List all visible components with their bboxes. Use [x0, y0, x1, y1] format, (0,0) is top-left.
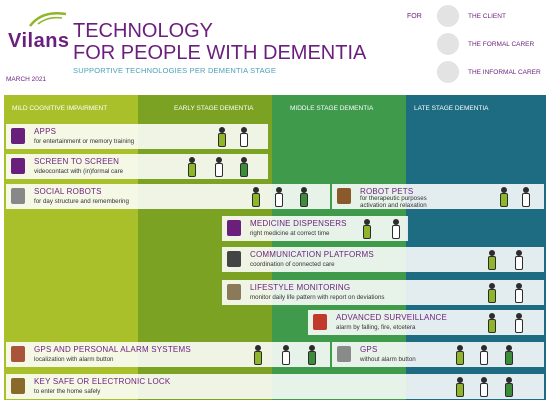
technology-row: SCREEN TO SCREEN videocontact with (in)fo…: [6, 154, 268, 179]
formal-carer-figure-icon: [392, 219, 400, 239]
gps-marker-icon: [337, 346, 351, 362]
legend-client: THE CLIENT: [468, 13, 506, 20]
client-figure-icon: [252, 187, 260, 207]
technology-row: LIFESTYLE MONITORING monitor daily life p…: [222, 280, 544, 305]
formal-carer-figure-icon: [275, 187, 283, 207]
footer-url: www.vilans.org: [505, 406, 542, 412]
client-figure-icon: [218, 127, 226, 147]
client-figure-icon: [456, 345, 464, 365]
informal-carer-avatar-icon: [437, 61, 459, 83]
client-figure-icon: [456, 377, 464, 397]
page-title-line1: TECHNOLOGY: [73, 20, 214, 42]
social-robot-icon: [11, 188, 25, 204]
stage-label: MIDDLE STAGE DEMENTIA: [290, 105, 374, 112]
informal-carer-figure-icon: [308, 345, 316, 365]
technology-name: SCREEN TO SCREEN: [34, 157, 120, 166]
formal-carer-figure-icon: [240, 127, 248, 147]
technology-description: coordination of connected care: [250, 261, 335, 268]
stage-label: MILD COGNITIVE IMPAIRMENT: [12, 105, 108, 112]
technology-description: for day structure and remembering: [34, 198, 129, 205]
page-title-line2: FOR PEOPLE WITH DEMENTIA: [73, 42, 367, 64]
technology-name: COMMUNICATION PLATFORMS: [250, 250, 374, 259]
formal-carer-avatar-icon: [437, 33, 459, 55]
key-safe-icon: [11, 378, 25, 394]
technology-row: MEDICINE DISPENSERS right medicine at cor…: [222, 216, 408, 241]
technology-description: for therapeutic purposes: [360, 195, 427, 202]
technology-row: ADVANCED SURVEILLANCE alarm by falling, f…: [308, 310, 544, 335]
technology-name: SOCIAL ROBOTS: [34, 187, 102, 196]
informal-carer-figure-icon: [240, 157, 248, 177]
client-figure-icon: [488, 250, 496, 270]
technology-row: COMMUNICATION PLATFORMS coordination of c…: [222, 247, 544, 272]
vilans-logo: Vilans: [8, 30, 70, 52]
monitor-icon: [227, 251, 241, 267]
technology-row: KEY SAFE OR ELECTRONIC LOCK to enter the …: [6, 374, 544, 399]
client-figure-icon: [188, 157, 196, 177]
formal-carer-figure-icon: [480, 345, 488, 365]
formal-carer-figure-icon: [215, 157, 223, 177]
technology-description: localization with alarm button: [34, 356, 114, 363]
pill-dispenser-icon: [227, 220, 241, 236]
formal-carer-figure-icon: [480, 377, 488, 397]
formal-carer-figure-icon: [522, 187, 530, 207]
client-figure-icon: [488, 283, 496, 303]
technology-description: alarm by falling, fire, etcetera: [336, 324, 416, 331]
client-figure-icon: [488, 313, 496, 333]
technology-name: GPS AND PERSONAL ALARM SYSTEMS: [34, 345, 191, 354]
technology-description: to enter the home safely: [34, 388, 101, 395]
tablet-icon: [11, 158, 25, 174]
stage-label: EARLY STAGE DEMENTIA: [174, 105, 254, 112]
technology-name: MEDICINE DISPENSERS: [250, 219, 347, 228]
technology-description: without alarm button: [360, 356, 416, 363]
formal-carer-figure-icon: [282, 345, 290, 365]
legend-formal-carer: THE FORMAL CARER: [468, 41, 535, 48]
technology-description: for entertainment or memory training: [34, 138, 135, 145]
technology-row: APPS for entertainment or memory training: [6, 124, 268, 149]
technology-row: SOCIAL ROBOTS for day structure and remem…: [6, 184, 330, 209]
robot-dog-icon: [337, 188, 351, 204]
client-figure-icon: [363, 219, 371, 239]
technology-description: right medicine at correct time: [250, 230, 330, 237]
elderly-person-icon: [227, 284, 241, 300]
client-figure-icon: [254, 345, 262, 365]
technology-description: videocontact with (in)formal care: [34, 168, 124, 175]
technology-description: monitor daily life pattern with report o…: [250, 294, 385, 301]
smartphone-icon: [11, 128, 25, 144]
technology-description-line2: activation and relaxation: [360, 202, 427, 209]
technology-name: ADVANCED SURVEILLANCE: [336, 313, 448, 322]
formal-carer-figure-icon: [515, 313, 523, 333]
stage-label: LATE STAGE DEMENTIA: [414, 105, 489, 112]
formal-carer-figure-icon: [515, 283, 523, 303]
page-subtitle: SUPPORTIVE TECHNOLOGIES PER DEMENTIA STA…: [73, 66, 277, 75]
technology-row: GPS AND PERSONAL ALARM SYSTEMS localizati…: [6, 342, 330, 367]
informal-carer-figure-icon: [300, 187, 308, 207]
technology-name: GPS: [360, 345, 378, 354]
alarm-signal-icon: [313, 314, 327, 330]
legend-informal-carer: THE INFORMAL CARER: [468, 69, 541, 76]
legend-for-label: FOR: [407, 13, 422, 20]
technology-name: KEY SAFE OR ELECTRONIC LOCK: [34, 377, 171, 386]
publication-date: MARCH 2021: [6, 76, 47, 83]
informal-carer-figure-icon: [505, 345, 513, 365]
technology-row: GPS without alarm button: [332, 342, 544, 367]
client-avatar-icon: [437, 5, 459, 27]
gps-pin-icon: [11, 346, 25, 362]
client-figure-icon: [500, 187, 508, 207]
technology-name: APPS: [34, 127, 57, 136]
formal-carer-figure-icon: [515, 250, 523, 270]
technology-name: ROBOT PETS: [360, 187, 414, 196]
technology-name: LIFESTYLE MONITORING: [250, 283, 351, 292]
informal-carer-figure-icon: [505, 377, 513, 397]
logo-swoosh-icon: [28, 8, 68, 28]
